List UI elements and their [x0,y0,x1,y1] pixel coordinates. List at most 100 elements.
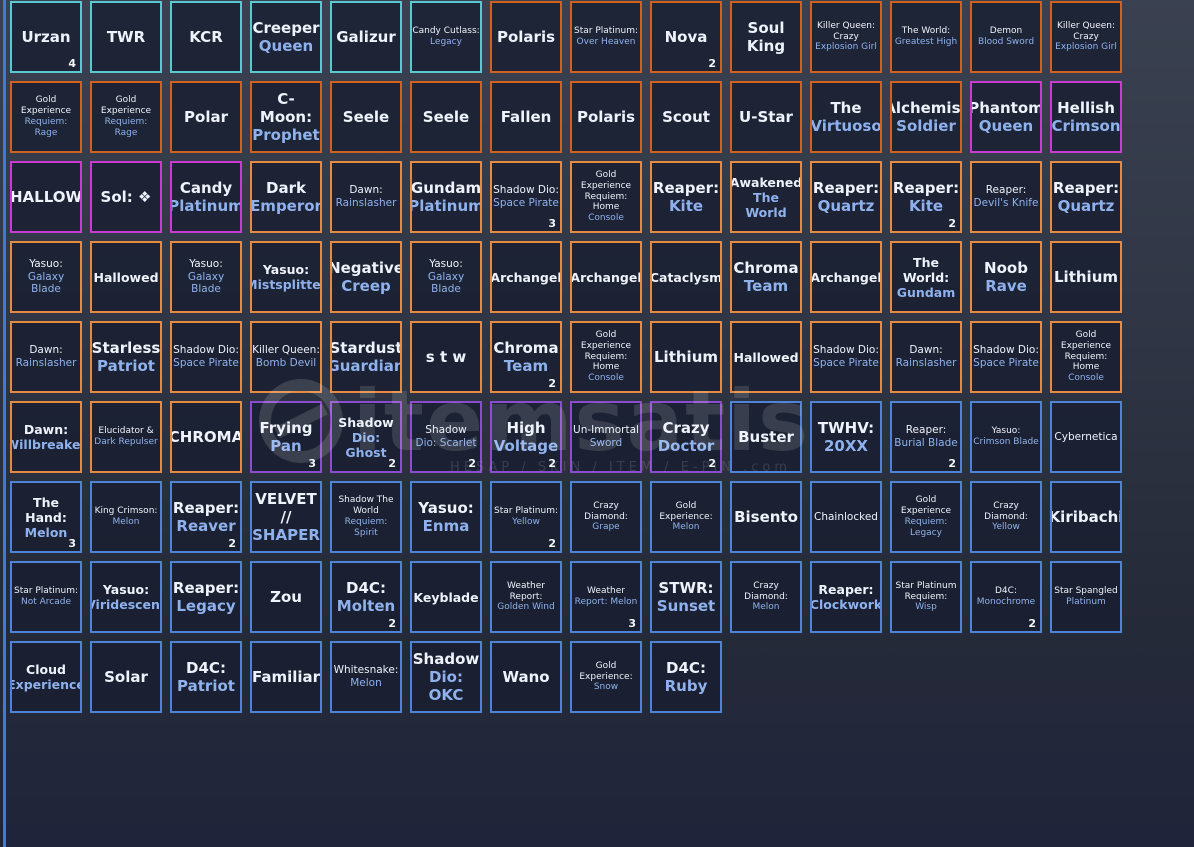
inventory-item[interactable]: D4C: Monochrome 2 [970,561,1042,633]
inventory-item[interactable]: Wano [490,641,562,713]
inventory-item[interactable]: Demon Blood Sword [970,1,1042,73]
inventory-item[interactable]: U-Star [730,81,802,153]
inventory-item[interactable]: Cybernetica [1050,401,1122,473]
inventory-item[interactable]: Yasuo: Viridescent [90,561,162,633]
inventory-item[interactable]: Yasuo: Mistsplitter [250,241,322,313]
inventory-item[interactable]: Crazy Diamond: Yellow [970,481,1042,553]
inventory-item[interactable]: Negative Creep [330,241,402,313]
inventory-item[interactable]: D4C: Molten 2 [330,561,402,633]
inventory-item[interactable]: Dawn: Willbreaker [10,401,82,473]
inventory-item[interactable]: Awakened The World [730,161,802,233]
inventory-item[interactable]: Gold Experience: Snow [570,641,642,713]
inventory-item[interactable]: The World: Greatest High [890,1,962,73]
inventory-item[interactable]: Starless Patriot [90,321,162,393]
inventory-item[interactable]: Archangel [810,241,882,313]
inventory-item[interactable]: Whitesnake: Melon [330,641,402,713]
inventory-item[interactable]: Yasuo: Enma [410,481,482,553]
inventory-item[interactable]: Hallowed [730,321,802,393]
inventory-item[interactable]: Dawn: Rainslasher [890,321,962,393]
inventory-item[interactable]: Chroma Team [730,241,802,313]
inventory-item[interactable]: Keyblade [410,561,482,633]
inventory-item[interactable]: Hallowed [90,241,162,313]
inventory-item[interactable]: Urzan 4 [10,1,82,73]
inventory-item[interactable]: Frying Pan 3 [250,401,322,473]
inventory-item[interactable]: Killer Queen: Bomb Devil [250,321,322,393]
inventory-item[interactable]: Reaper: Reaver 2 [170,481,242,553]
inventory-item[interactable]: TWHV: 20XX [810,401,882,473]
inventory-item[interactable]: Polaris [570,81,642,153]
inventory-item[interactable]: Gold Experience Requiem: Legacy [890,481,962,553]
inventory-item[interactable]: Stardust Guardian [330,321,402,393]
inventory-item[interactable]: Candy Platinum [170,161,242,233]
inventory-item[interactable]: Killer Queen: Crazy Explosion Girl [810,1,882,73]
inventory-item[interactable]: s t w [410,321,482,393]
inventory-item[interactable]: The Virtuoso [810,81,882,153]
inventory-item[interactable]: Archangel [490,241,562,313]
inventory-item[interactable]: Gold Experience Requiem: Rage [90,81,162,153]
inventory-item[interactable]: Archangel [570,241,642,313]
inventory-item[interactable]: Candy Cutlass: Legacy [410,1,482,73]
inventory-item[interactable]: STWR: Sunset [650,561,722,633]
inventory-item[interactable]: Cataclysm [650,241,722,313]
inventory-item[interactable]: Dawn: Rainslasher [10,321,82,393]
inventory-item[interactable]: Reaper: Kite 2 [890,161,962,233]
inventory-item[interactable]: Killer Queen: Crazy Explosion Girl [1050,1,1122,73]
inventory-item[interactable]: Star Spangled Platinum [1050,561,1122,633]
inventory-item[interactable]: The Hand: Melon 3 [10,481,82,553]
inventory-item[interactable]: Nova 2 [650,1,722,73]
inventory-item[interactable]: Noob Rave [970,241,1042,313]
inventory-item[interactable]: Yasuo: Galaxy Blade [170,241,242,313]
inventory-item[interactable]: Lithium [1050,241,1122,313]
inventory-item[interactable]: D4C: Patriot [170,641,242,713]
inventory-item[interactable]: Crazy Diamond: Grape [570,481,642,553]
inventory-item[interactable]: Reaper: Devil's Knife [970,161,1042,233]
inventory-item[interactable]: King Crimson: Melon [90,481,162,553]
inventory-item[interactable]: Hellish Crimson [1050,81,1122,153]
inventory-item[interactable]: Alchemist Soldier [890,81,962,153]
inventory-item[interactable]: Creeper Queen [250,1,322,73]
inventory-item[interactable]: Crazy Doctor 2 [650,401,722,473]
inventory-item[interactable]: CHROMA [170,401,242,473]
inventory-item[interactable]: Shadow Dio: Space Pirate 3 [490,161,562,233]
inventory-item[interactable]: Star Platinum: Not Arcade [10,561,82,633]
inventory-item[interactable]: C-Moon: Prophet [250,81,322,153]
inventory-item[interactable]: Yasuo: Crimson Blade [970,401,1042,473]
inventory-item[interactable]: Dawn: Rainslasher [330,161,402,233]
inventory-item[interactable]: The World: Gundam [890,241,962,313]
inventory-item[interactable]: Bisento [730,481,802,553]
inventory-item[interactable]: Star Platinum: Over Heaven [570,1,642,73]
inventory-item[interactable]: Chroma Team 2 [490,321,562,393]
inventory-item[interactable]: Scout [650,81,722,153]
inventory-item[interactable]: Dark Emperor [250,161,322,233]
inventory-item[interactable]: Yasuo: Galaxy Blade [410,241,482,313]
inventory-item[interactable]: Star Platinum: Yellow 2 [490,481,562,553]
inventory-item[interactable]: Polar [170,81,242,153]
inventory-item[interactable]: Fallen [490,81,562,153]
inventory-item[interactable]: Elucidator & Dark Repulser [90,401,162,473]
inventory-item[interactable]: Reaper: Quartz [1050,161,1122,233]
inventory-item[interactable]: Un-Immortal Sword [570,401,642,473]
inventory-item[interactable]: Shadow Dio: Space Pirate [810,321,882,393]
inventory-item[interactable]: Weather Report: Golden Wind [490,561,562,633]
inventory-item[interactable]: Seele [330,81,402,153]
inventory-item[interactable]: Lithium [650,321,722,393]
inventory-item[interactable]: Sol: ❖ [90,161,162,233]
inventory-item[interactable]: Gold Experience: Melon [650,481,722,553]
inventory-item[interactable]: Reaper: Clockwork [810,561,882,633]
inventory-item[interactable]: VELVET // SHAPER [250,481,322,553]
inventory-item[interactable]: Shadow Dio: Scarlet 2 [410,401,482,473]
inventory-item[interactable]: Cloud Experience [10,641,82,713]
inventory-item[interactable]: Familiar [250,641,322,713]
inventory-item[interactable]: KCR [170,1,242,73]
inventory-item[interactable]: Polaris [490,1,562,73]
inventory-item[interactable]: Solar [90,641,162,713]
inventory-item[interactable]: Star Platinum Requiem: Wisp [890,561,962,633]
inventory-item[interactable]: Phantom Queen [970,81,1042,153]
inventory-item[interactable]: High Voltage 2 [490,401,562,473]
inventory-item[interactable]: Weather Report: Melon 3 [570,561,642,633]
inventory-item[interactable]: Shadow Dio: OKC [410,641,482,713]
inventory-item[interactable]: Gundam Platinum [410,161,482,233]
inventory-item[interactable]: Crazy Diamond: Melon [730,561,802,633]
inventory-item[interactable]: Reaper: Quartz [810,161,882,233]
inventory-item[interactable]: Shadow Dio: Space Pirate [970,321,1042,393]
